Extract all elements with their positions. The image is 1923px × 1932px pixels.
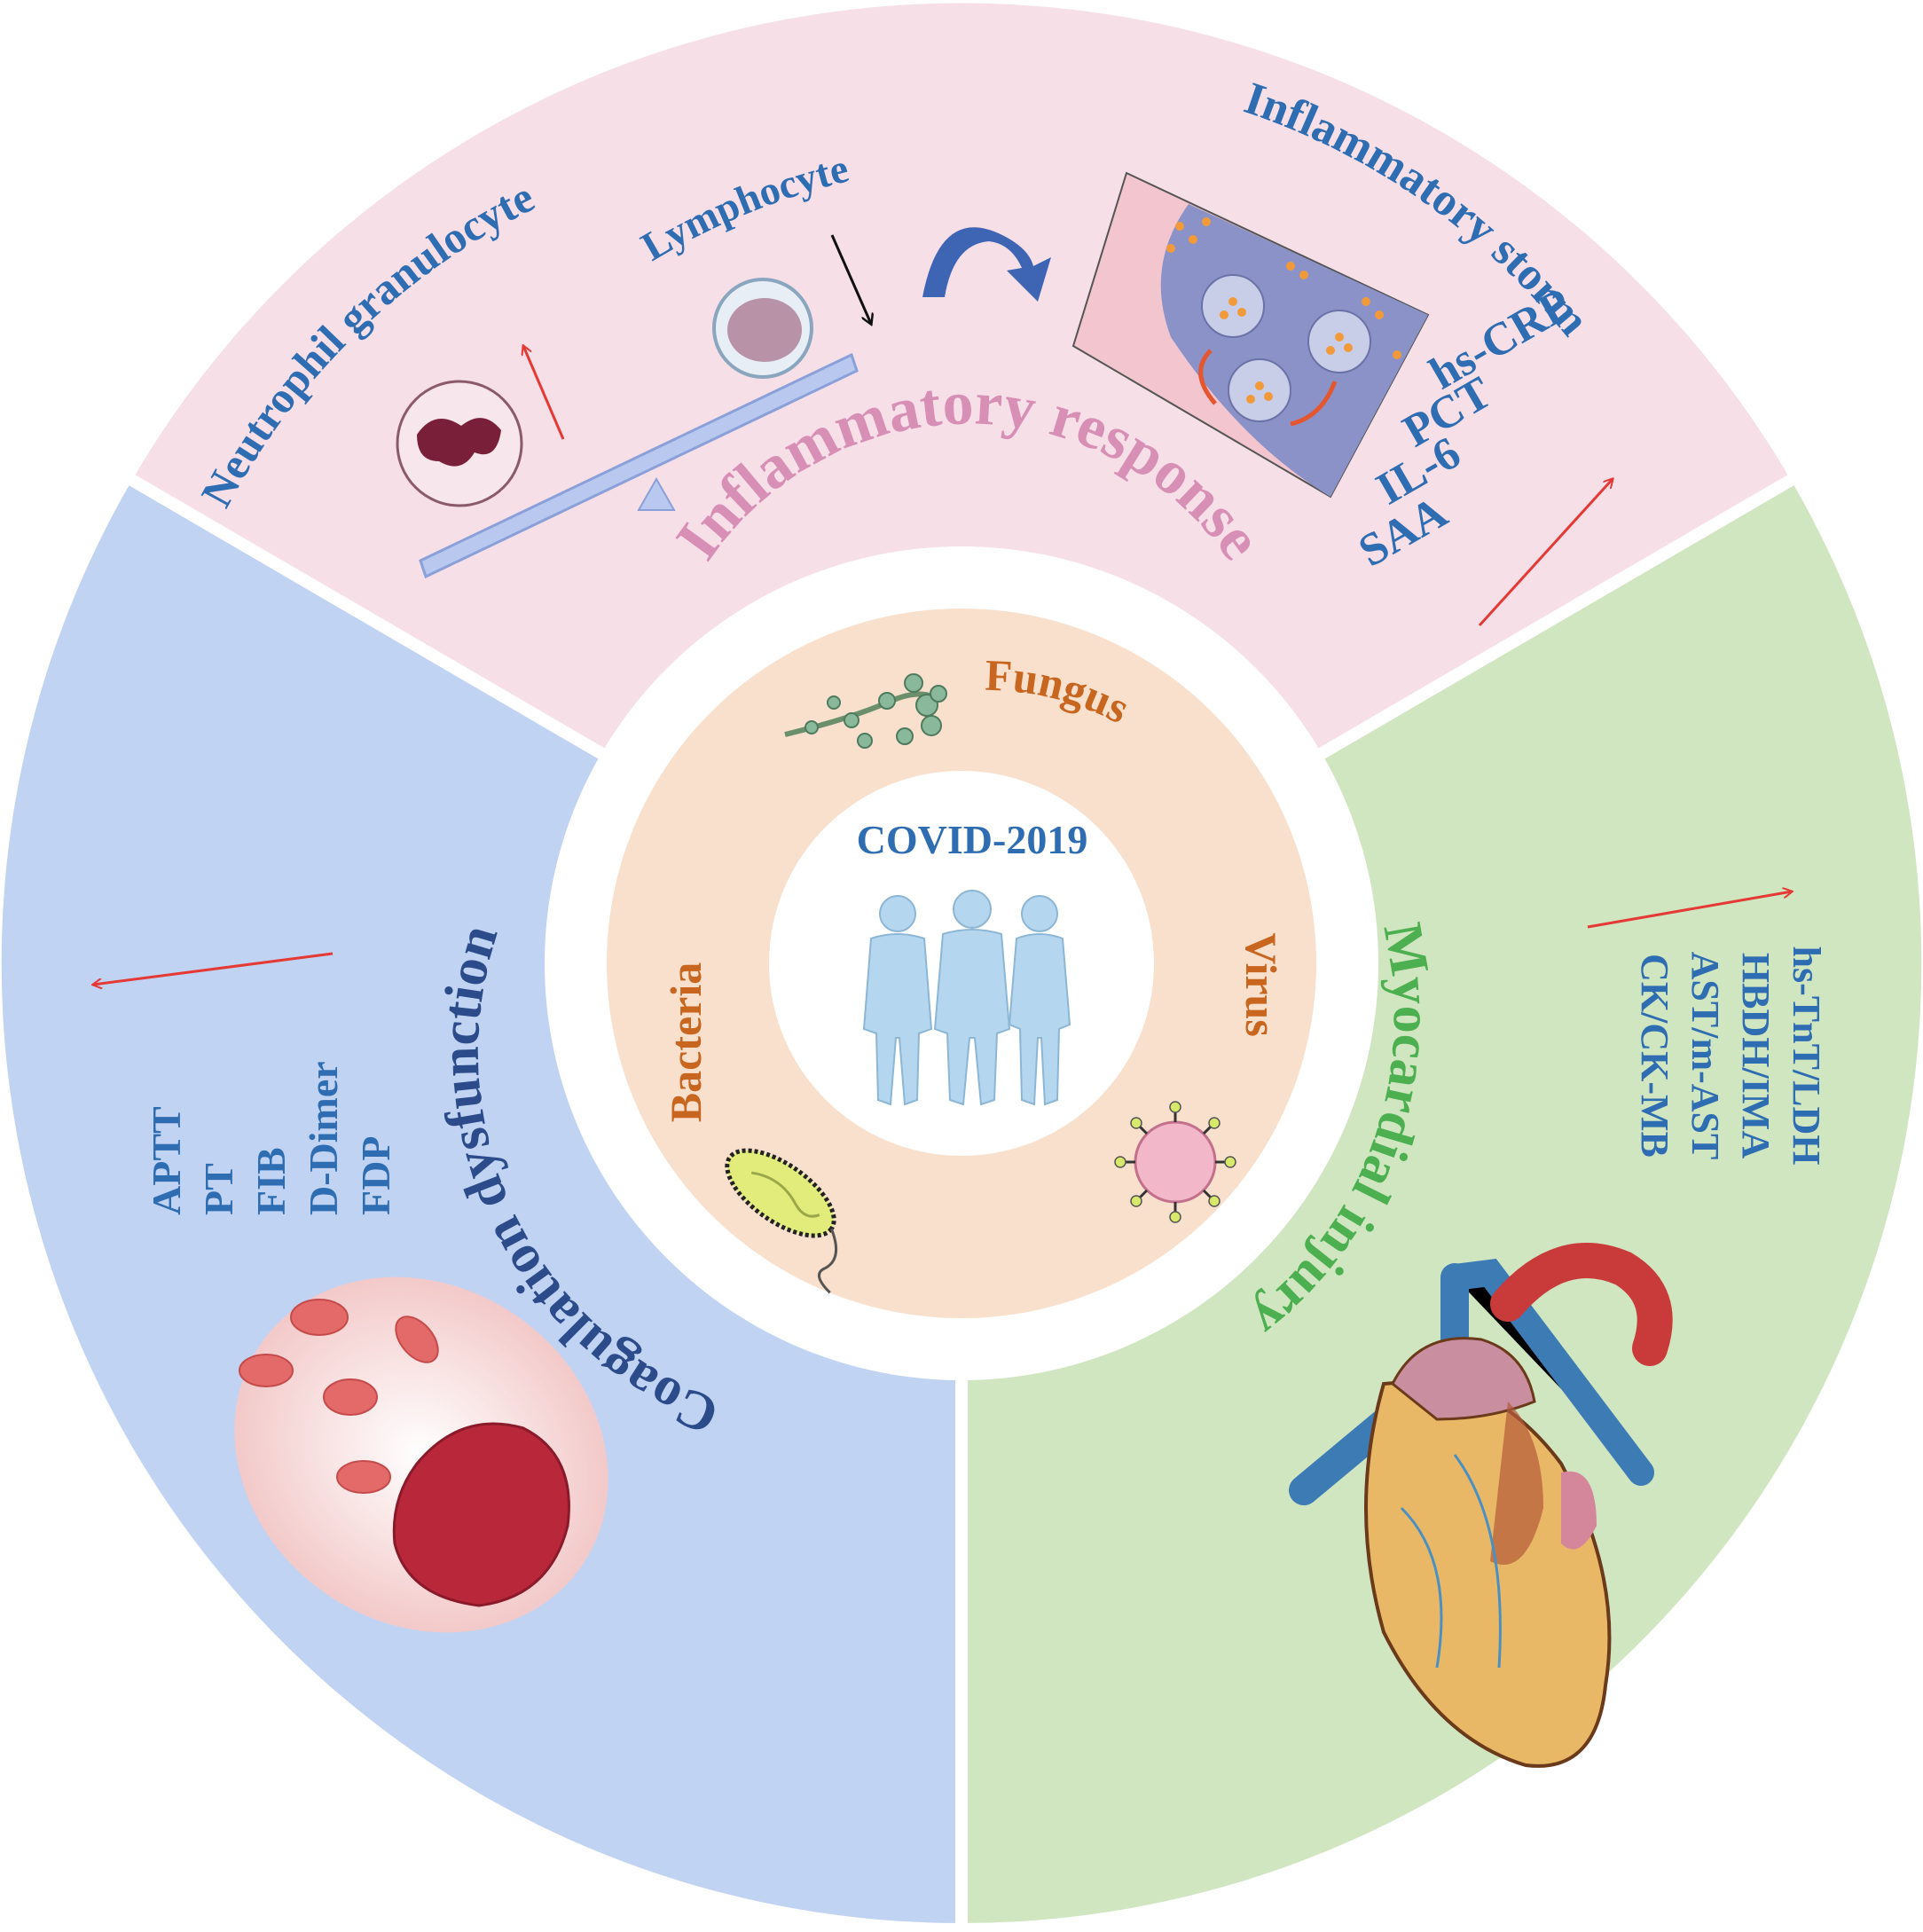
marker-hbdh-ima: HBDH/IMA (1734, 953, 1778, 1158)
coagulation-up-arrow (93, 952, 334, 985)
myocardial-up-arrow (1587, 891, 1792, 929)
marker-aptt: APTT (144, 1106, 189, 1215)
marker-ast: AST/m-AST (1684, 952, 1727, 1160)
cytokine-release-icon (1071, 171, 1430, 499)
coagulation-marker-list: APTT PT FIB D-Dimer FDP (144, 1061, 398, 1215)
marker-hs-tnt-ldh: hs-TnT/LDH (1785, 946, 1828, 1166)
myocardial-marker-list: hs-TnT/LDH HBDH/IMA AST/m-AST CK/CK-MB (1633, 946, 1828, 1166)
heart-icon (1289, 1243, 1673, 1768)
marker-d-dimer: D-Dimer (301, 1061, 346, 1215)
fungus-icon (784, 673, 947, 749)
marker-ck: CK/CK-MB (1633, 954, 1676, 1158)
inflammatory-up-arrow (1478, 479, 1613, 627)
balance-seesaw-icon (419, 352, 859, 579)
sector-inflammatory (132, 3, 1791, 964)
marker-pt: PT (196, 1163, 241, 1215)
curved-arrow-icon (922, 227, 1051, 302)
marker-fdp: FDP (353, 1136, 398, 1215)
bacteria-icon (725, 1148, 838, 1294)
people-group-icon (862, 890, 1071, 1106)
bacteria-label: Bacteria (661, 962, 710, 1122)
lymphocyte-icon (712, 278, 813, 379)
neutrophil-up-arrow (523, 346, 565, 440)
neutrophil-icon (396, 380, 523, 507)
lymphocyte-down-arrow (830, 234, 871, 324)
marker-fib: FIB (248, 1147, 294, 1215)
blood-clot-icon (234, 1276, 608, 1633)
center-title: COVID-2019 (857, 817, 1088, 862)
virus-label: Virus (1236, 932, 1286, 1037)
virus-icon (1114, 1101, 1236, 1223)
